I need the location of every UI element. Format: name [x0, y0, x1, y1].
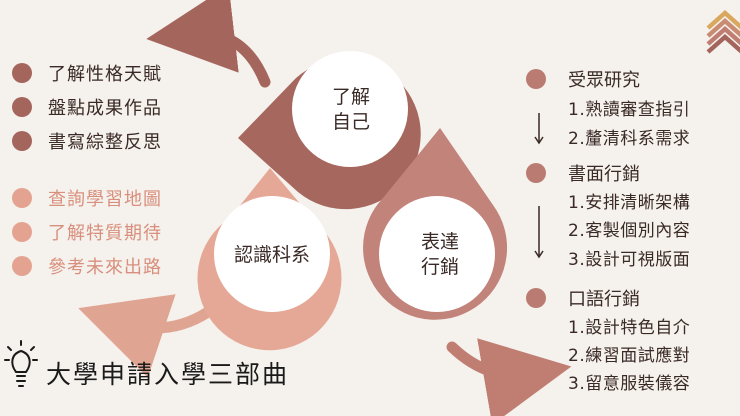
node-circle-know-department [214, 196, 330, 312]
list-item: 了解特質期待 [12, 215, 162, 249]
bullet-dot [12, 97, 32, 117]
arrow-to-right-bottom [446, 338, 572, 416]
section-heading-oral: 口語行銷 [526, 285, 640, 311]
arrow-to-left-top [146, 0, 271, 88]
bullet-dot [12, 63, 32, 83]
down-arrow-1 [534, 113, 544, 145]
section-heading-written: 書面行銷 [526, 160, 640, 186]
down-arrow-2 [534, 206, 544, 259]
section-item: 2.練習面試應對 [568, 346, 691, 366]
diagram-title: 大學申請入學三部曲 [46, 360, 290, 389]
bullet-dot [12, 256, 32, 276]
section-item: 1.熟讀審查指引 [568, 100, 691, 120]
chevron-logo-icon [706, 9, 740, 54]
node-know-department-label: 認識科系 [234, 244, 310, 266]
bullet-dot [526, 69, 546, 89]
node-express-line2: 行銷 [421, 256, 459, 278]
bullet-dot [12, 188, 32, 208]
list-item: 書寫綜整反思 [12, 124, 162, 158]
list-item: 查詢學習地圖 [12, 181, 162, 215]
section-heading-audience: 受眾研究 [526, 66, 640, 92]
bullet-dot [526, 288, 546, 308]
section-item: 1.設計特色自介 [568, 318, 691, 338]
section-item: 2.釐清科系需求 [568, 129, 691, 149]
self-knowledge-list: 了解性格天賦 盤點成果作品 書寫綜整反思 [12, 56, 162, 158]
list-item: 了解性格天賦 [12, 56, 162, 90]
node-circle-express [379, 196, 495, 312]
department-knowledge-list: 查詢學習地圖 了解特質期待 參考未來出路 [12, 181, 162, 283]
section-item: 3.設計可視版面 [568, 250, 691, 270]
list-item: 參考未來出路 [12, 249, 162, 283]
lightbulb-icon [4, 340, 38, 387]
bullet-dot [12, 222, 32, 242]
section-item: 3.留意服裝儀容 [568, 374, 691, 394]
section-item: 1.安排清晰架構 [568, 193, 691, 213]
node-know-self-line2: 自己 [332, 111, 370, 133]
section-item: 2.客製個別內容 [568, 221, 691, 241]
node-express-line1: 表達 [421, 231, 459, 253]
arrow-to-left-bottom [78, 294, 214, 378]
node-know-self-line1: 了解 [332, 86, 370, 108]
bullet-dot [526, 163, 546, 183]
bullet-dot [12, 131, 32, 151]
node-circle-know-self [292, 51, 408, 167]
list-item: 盤點成果作品 [12, 90, 162, 124]
